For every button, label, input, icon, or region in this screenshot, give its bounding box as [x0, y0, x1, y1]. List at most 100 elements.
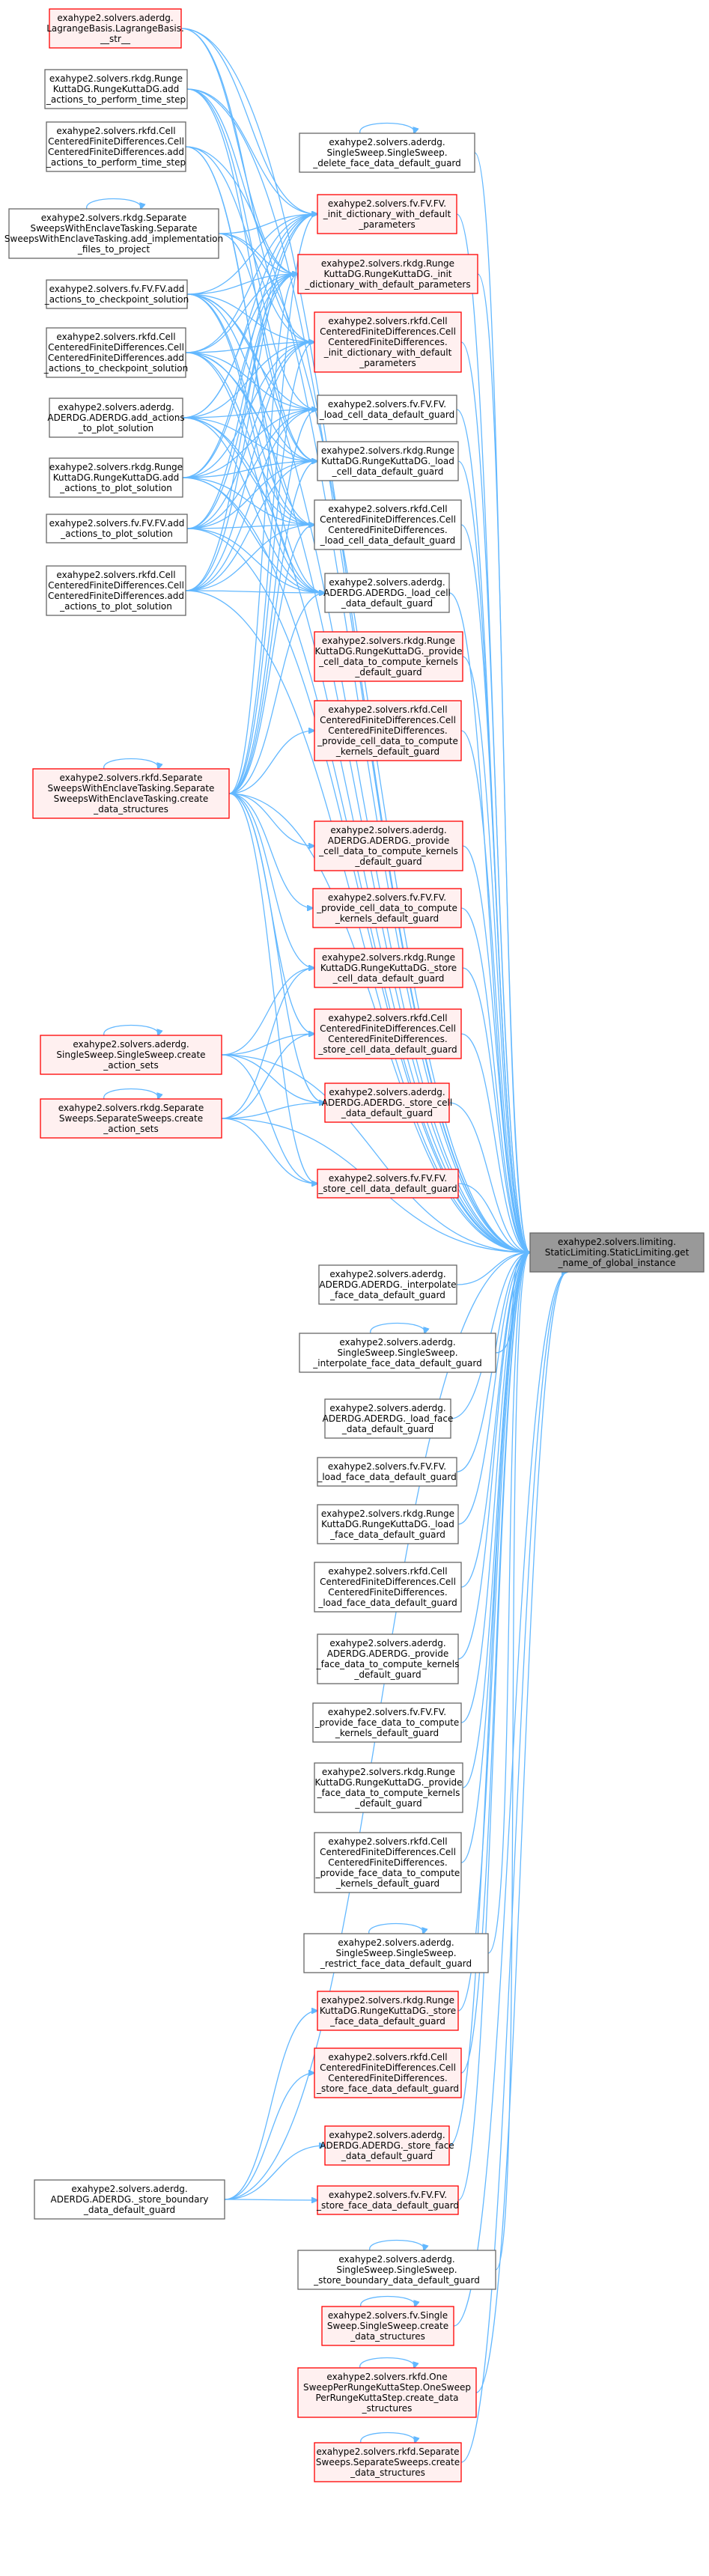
call-edge: [457, 1183, 530, 1252]
call-edge: [186, 409, 317, 529]
node-box: [8, 208, 219, 259]
node-label-line: _kernels_default_guard: [335, 746, 439, 757]
node-label-line: KuttaDG.RungeKuttaDG._load: [321, 456, 454, 466]
node-box: [317, 1457, 457, 1487]
target-node[interactable]: exahype2.solvers.limiting.StaticLimiting…: [529, 1232, 705, 1273]
call-edge: [228, 525, 314, 794]
caller-node[interactable]: exahype2.solvers.rkdg.SeparateSweeps.Sep…: [40, 1098, 222, 1139]
node-box: [317, 441, 459, 481]
node-label-line: _load_face_data_default_guard: [317, 1472, 456, 1482]
node-label-line: _data_default_guard: [341, 2151, 433, 2161]
caller-node[interactable]: exahype2.solvers.aderdg.ADERDG.ADERDG._l…: [323, 1398, 454, 1439]
caller-node[interactable]: exahype2.solvers.aderdg.SingleSweep.Sing…: [303, 1933, 489, 1973]
caller-node[interactable]: exahype2.solvers.rkfd.CellCenteredFinite…: [46, 121, 186, 172]
call-edge: [460, 730, 530, 1252]
caller-node[interactable]: exahype2.solvers.rkfd.CellCenteredFinite…: [314, 499, 462, 550]
caller-node[interactable]: exahype2.solvers.rkdg.RungeKuttaDG.Runge…: [317, 1991, 459, 2031]
node-label-line: exahype2.solvers.rkfd.Cell: [328, 1836, 447, 1847]
caller-node[interactable]: exahype2.solvers.rkfd.SeparateSweepsWith…: [32, 768, 230, 819]
call-edge: [182, 417, 317, 461]
caller-node[interactable]: exahype2.solvers.rkfd.CellCenteredFinite…: [314, 2047, 462, 2098]
caller-node[interactable]: exahype2.solvers.aderdg.LagrangeBasis.La…: [46, 8, 184, 49]
node-box: [40, 1098, 222, 1139]
caller-node[interactable]: exahype2.solvers.fv.FV.FV._provide_face_…: [312, 1702, 462, 1743]
caller-node[interactable]: exahype2.solvers.rkfd.CellCenteredFinite…: [314, 700, 462, 761]
call-edge: [460, 341, 530, 1252]
call-edge: [456, 1252, 530, 1285]
caller-node[interactable]: exahype2.solvers.fv.FV.FV._provide_cell_…: [312, 888, 462, 928]
caller-node[interactable]: exahype2.solvers.aderdg.ADERDG.ADERDG.ad…: [47, 398, 185, 438]
call-edge: [180, 28, 314, 342]
caller-node[interactable]: exahype2.solvers.rkdg.RungeKuttaDG.Runge…: [314, 948, 463, 988]
node-label-line: _restrict_face_data_default_guard: [320, 1958, 472, 1969]
caller-node[interactable]: exahype2.solvers.aderdg.ADERDG.ADERDG._s…: [322, 1083, 452, 1123]
caller-node[interactable]: exahype2.solvers.rkdg.SeparateSweepsWith…: [4, 208, 223, 259]
caller-node[interactable]: exahype2.solvers.rkdg.RungeKuttaDG.Runge…: [44, 69, 188, 109]
node-label-line: exahype2.solvers.rkdg.Runge: [49, 73, 183, 84]
caller-node[interactable]: exahype2.solvers.rkfd.CellCenteredFinite…: [46, 565, 186, 616]
caller-node[interactable]: exahype2.solvers.rkfd.CellCenteredFinite…: [314, 1832, 462, 1893]
call-edge: [186, 461, 317, 529]
node-label-line: _provide_face_data_to_compute: [314, 1717, 460, 1728]
caller-node[interactable]: exahype2.solvers.fv.SingleSweep.SingleSw…: [321, 2306, 454, 2346]
call-edge: [185, 146, 314, 342]
caller-node[interactable]: exahype2.solvers.aderdg.SingleSweep.Sing…: [299, 1333, 496, 1373]
caller-node[interactable]: exahype2.solvers.rkfd.SeparateSweeps.Sep…: [314, 2442, 462, 2482]
caller-node[interactable]: exahype2.solvers.rkfd.CellCenteredFinite…: [314, 1562, 462, 1613]
caller-node[interactable]: exahype2.solvers.fv.FV.FV.add_actions_to…: [44, 279, 189, 309]
caller-node[interactable]: exahype2.solvers.aderdg.ADERDG.ADERDG._l…: [323, 573, 451, 613]
self-loop-edge: [360, 2432, 416, 2443]
node-label-line: _store_cell_data_default_guard: [317, 1044, 457, 1055]
call-edge: [185, 591, 325, 593]
caller-node[interactable]: exahype2.solvers.rkfd.CellCenteredFinite…: [314, 311, 462, 373]
caller-node[interactable]: exahype2.solvers.aderdg.SingleSweep.Sing…: [299, 133, 475, 173]
call-edge: [228, 731, 314, 794]
node-box: [317, 1633, 459, 1684]
caller-node[interactable]: exahype2.solvers.rkfd.CellCenteredFinite…: [43, 327, 189, 378]
node-label-line: CenteredFiniteDifferences.Cell: [48, 136, 184, 147]
call-edge: [186, 342, 314, 529]
caller-node[interactable]: exahype2.solvers.aderdg.ADERDG.ADERDG._s…: [320, 2125, 454, 2166]
node-box: [321, 2306, 454, 2346]
call-edge: [186, 88, 317, 409]
node-label-line: _data_structures: [350, 2467, 425, 2478]
self-loop-edge: [359, 2357, 415, 2369]
caller-node[interactable]: exahype2.solvers.aderdg.ADERDG.ADERDG._s…: [34, 2179, 225, 2220]
node-box: [317, 395, 457, 424]
caller-node[interactable]: exahype2.solvers.aderdg.ADERDG.ADERDG._i…: [318, 1264, 457, 1305]
node-label-line: exahype2.solvers.aderdg.: [329, 1403, 445, 1413]
node-label-line: exahype2.solvers.rkdg.Runge: [322, 1767, 455, 1777]
caller-node[interactable]: exahype2.solvers.rkdg.RungeKuttaDG.Runge…: [317, 441, 459, 481]
call-edge: [221, 1054, 317, 1184]
caller-node[interactable]: exahype2.solvers.rkfd.OneSweepPerRungeKu…: [297, 2367, 477, 2418]
caller-node[interactable]: exahype2.solvers.rkdg.RungeKuttaDG.Runge…: [49, 457, 183, 498]
node-label-line: _delete_face_data_default_guard: [312, 158, 461, 168]
call-edge: [460, 1252, 530, 1723]
call-edge: [477, 273, 530, 1252]
call-edge: [221, 968, 314, 1056]
caller-node[interactable]: exahype2.solvers.fv.FV.FV._store_face_da…: [316, 2185, 459, 2215]
node-label-line: SweepsWithEnclaveTasking.add_implementat…: [4, 234, 223, 244]
caller-node[interactable]: exahype2.solvers.aderdg.SingleSweep.Sing…: [40, 1035, 222, 1075]
caller-node[interactable]: exahype2.solvers.fv.FV.FV._load_cell_dat…: [317, 395, 457, 424]
call-edge: [475, 1272, 567, 2393]
node-box: [46, 565, 186, 616]
caller-node[interactable]: exahype2.solvers.fv.FV.FV._init_dictiona…: [317, 194, 457, 234]
call-edge: [228, 793, 325, 1103]
caller-node[interactable]: exahype2.solvers.fv.FV.FV.add_actions_to…: [46, 514, 188, 543]
caller-node[interactable]: exahype2.solvers.aderdg.ADERDG.ADERDG._p…: [314, 820, 463, 871]
node-label-line: SweepPerRungeKuttaStep.OneSweep: [303, 2382, 471, 2393]
caller-node[interactable]: exahype2.solvers.rkdg.RungeKuttaDG.Runge…: [297, 254, 478, 294]
node-label-line: exahype2.solvers.aderdg.: [338, 1937, 454, 1948]
node-label-line: exahype2.solvers.aderdg.: [338, 2254, 454, 2265]
caller-node[interactable]: exahype2.solvers.rkfd.CellCenteredFinite…: [314, 1008, 462, 1059]
caller-node[interactable]: exahype2.solvers.aderdg.SingleSweep.Sing…: [297, 2250, 496, 2290]
caller-node[interactable]: exahype2.solvers.aderdg.ADERDG.ADERDG._p…: [316, 1633, 460, 1684]
caller-node[interactable]: exahype2.solvers.rkdg.RungeKuttaDG.Runge…: [314, 1762, 463, 1813]
self-loop-edge: [103, 758, 159, 770]
node-label-line: ADERDG.ADERDG._load_face: [323, 1413, 454, 1424]
caller-node[interactable]: exahype2.solvers.fv.FV.FV._load_face_dat…: [317, 1457, 457, 1487]
caller-node[interactable]: exahype2.solvers.rkdg.RungeKuttaDG.Runge…: [317, 1504, 459, 1544]
caller-node[interactable]: exahype2.solvers.rkdg.RungeKuttaDG.Runge…: [314, 631, 463, 682]
caller-node[interactable]: exahype2.solvers.fv.FV.FV._store_cell_da…: [317, 1169, 459, 1199]
